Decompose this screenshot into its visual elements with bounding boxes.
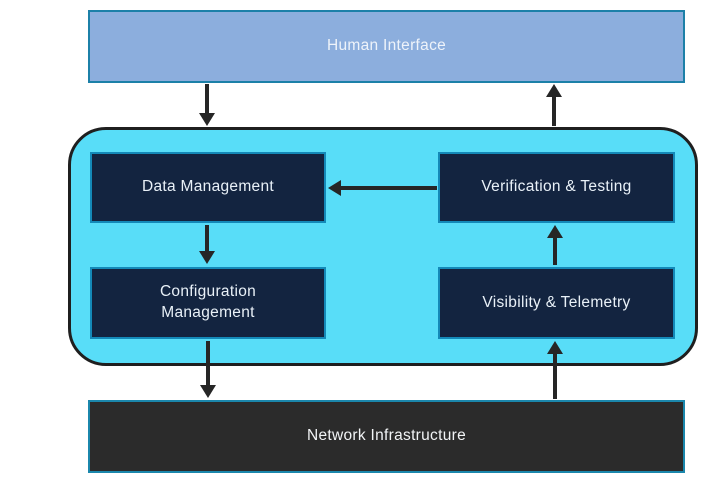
arrow-shaft: [206, 341, 210, 386]
arrowhead-up-icon: [547, 341, 563, 354]
node-data-management: Data Management: [90, 152, 326, 223]
node-network-infrastructure-label: Network Infrastructure: [306, 427, 467, 445]
arrowhead-down-icon: [199, 113, 215, 126]
node-verification-testing: Verification & Testing: [438, 152, 675, 223]
arrow-shaft: [553, 352, 557, 399]
arrow-shaft: [205, 225, 209, 253]
node-configuration-management: Configuration Management: [90, 267, 326, 339]
node-visibility-telemetry-label: Visibility & Telemetry: [482, 293, 631, 311]
node-verification-testing-label: Verification & Testing: [481, 178, 632, 196]
arrow-shaft: [553, 236, 557, 265]
arrowhead-up-icon: [547, 225, 563, 238]
arrowhead-up-icon: [546, 84, 562, 97]
arrow-shaft: [339, 186, 437, 190]
node-visibility-telemetry: Visibility & Telemetry: [438, 267, 675, 339]
arrowhead-down-icon: [200, 385, 216, 398]
arrowhead-down-icon: [199, 251, 215, 264]
node-data-management-label: Data Management: [141, 178, 275, 196]
node-human-interface: Human Interface: [88, 10, 685, 83]
arrow-shaft: [205, 84, 209, 115]
arrowhead-left-icon: [328, 180, 341, 196]
node-configuration-management-label: Configuration Management: [159, 283, 257, 321]
node-human-interface-label: Human Interface: [326, 37, 447, 55]
arrow-shaft: [552, 95, 556, 126]
node-network-infrastructure: Network Infrastructure: [88, 400, 685, 473]
